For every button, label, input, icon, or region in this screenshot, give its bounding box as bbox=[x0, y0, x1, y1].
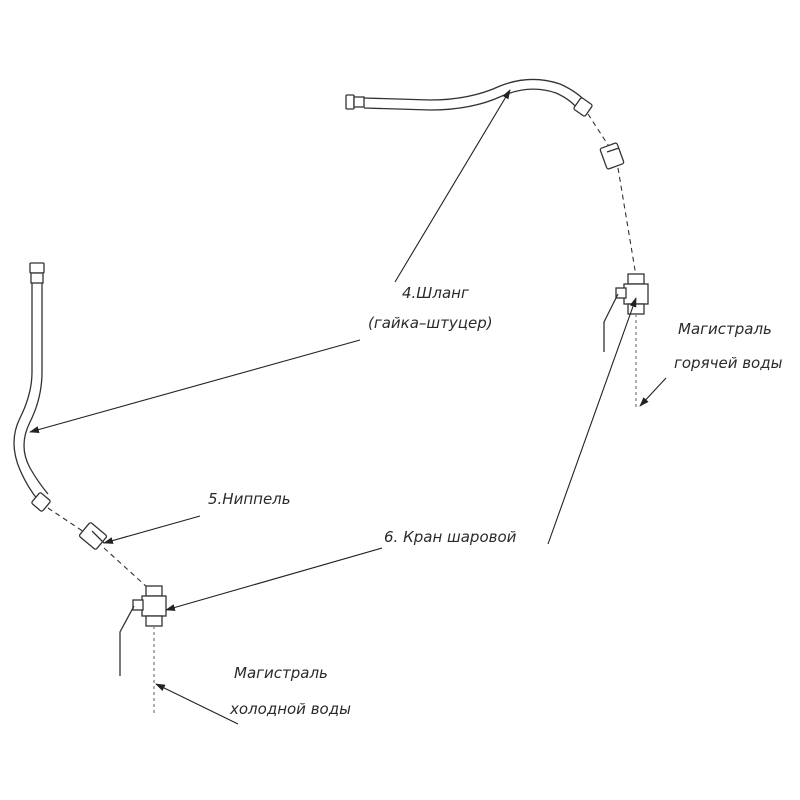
hot-water-hose bbox=[345, 78, 593, 117]
hose-sub-label: (гайка–штуцер) bbox=[368, 314, 493, 332]
hot-main-leader bbox=[639, 377, 667, 407]
hose-leader-top bbox=[394, 89, 511, 283]
cold-water-ball-valve bbox=[119, 585, 167, 676]
valve-leader-right bbox=[547, 297, 637, 545]
valve-label: 6. Кран шаровой bbox=[384, 528, 517, 546]
hot-connection-line-2 bbox=[617, 167, 637, 277]
cold-connection-line-2 bbox=[103, 547, 149, 589]
valve-leader-left bbox=[165, 547, 383, 611]
hose-leader-left bbox=[29, 339, 361, 433]
hot-connection-line-1 bbox=[587, 113, 611, 149]
nipple-label: 5.Ниппель bbox=[208, 490, 291, 508]
hot-main-label-2: горячей воды bbox=[674, 354, 783, 372]
hot-main-label-1: Магистраль bbox=[678, 320, 772, 338]
cold-water-hose bbox=[13, 262, 51, 512]
nipple-leader bbox=[103, 515, 201, 544]
hot-water-ball-valve bbox=[603, 273, 649, 352]
cold-connection-line-1 bbox=[47, 507, 85, 533]
hot-water-nipple bbox=[599, 142, 625, 170]
cold-water-nipple bbox=[78, 522, 108, 550]
cold-main-label-2: холодной воды bbox=[229, 700, 351, 718]
cold-main-label-1: Магистраль bbox=[234, 664, 328, 682]
hose-label: 4.Шланг bbox=[402, 284, 469, 302]
cold-main-leader bbox=[155, 683, 239, 725]
